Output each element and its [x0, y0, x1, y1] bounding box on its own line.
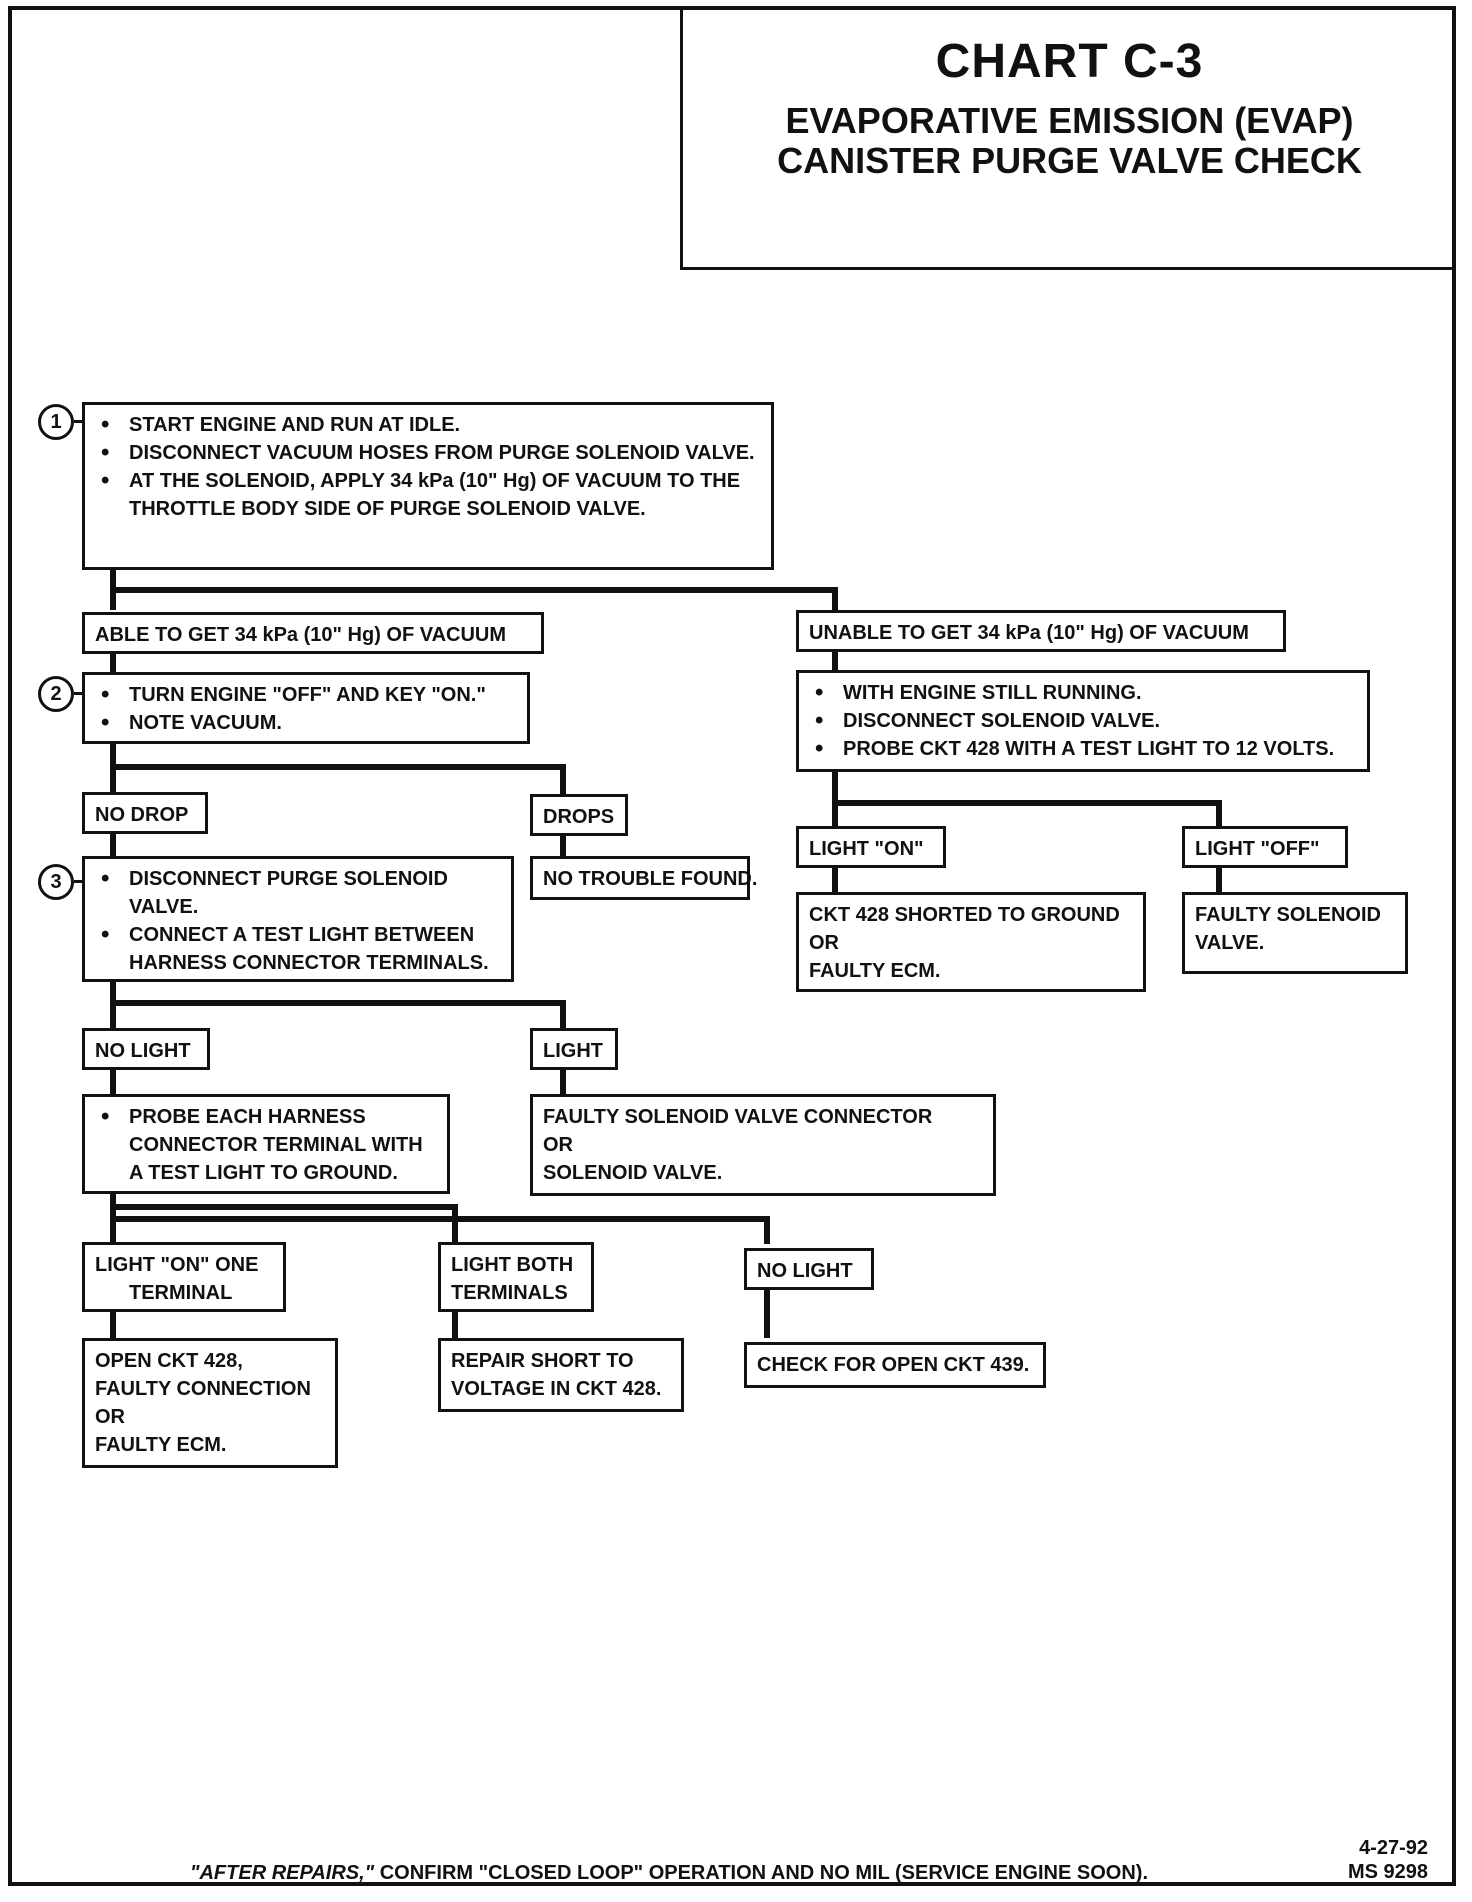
title-block: CHART C-3 EVAPORATIVE EMISSION (EVAP) CA… [680, 6, 1456, 270]
unable-action-bullet-3: PROBE CKT 428 WITH A TEST LIGHT TO 12 VO… [809, 735, 1357, 763]
connector-able-down [110, 652, 116, 674]
open-ckt-line-3: OR [95, 1406, 125, 1428]
connector-nodrop-down [110, 834, 116, 856]
faulty-solenoid-result: FAULTY SOLENOID VALVE. [1182, 892, 1408, 974]
able-vacuum-label: ABLE TO GET 34 kPa (10" Hg) OF VACUUM [82, 612, 544, 654]
unable-action-bullet-1: WITH ENGINE STILL RUNNING. [809, 679, 1357, 707]
faulty-connector-line-1: FAULTY SOLENOID VALVE CONNECTOR [543, 1106, 933, 1128]
ckt428-result-line-1: CKT 428 SHORTED TO GROUND [809, 904, 1120, 926]
faulty-solenoid-line-2: VALVE. [1195, 932, 1265, 954]
connector-drops-result [560, 834, 566, 856]
step-3-bullet-2: CONNECT A TEST LIGHT BETWEEN HARNESS CON… [95, 921, 501, 977]
repair-short-line-2: VOLTAGE IN CKT 428. [451, 1378, 662, 1400]
connector-both-down [452, 1204, 458, 1244]
connector-nolight2-result [764, 1290, 770, 1338]
no-trouble-found-result: NO TROUBLE FOUND. [530, 856, 757, 900]
connector-light-down [560, 1000, 566, 1030]
unable-action-box: WITH ENGINE STILL RUNNING. DISCONNECT SO… [796, 670, 1370, 772]
step-2-box: TURN ENGINE "OFF" AND KEY "ON." NOTE VAC… [82, 672, 530, 744]
light-both-line-2: TERMINALS [451, 1282, 568, 1304]
step-3-marker-tail [74, 880, 84, 883]
ckt428-shorted-result: CKT 428 SHORTED TO GROUND OR FAULTY ECM. [796, 892, 1146, 992]
faulty-connector-result: FAULTY SOLENOID VALVE CONNECTOR OR SOLEN… [530, 1094, 996, 1196]
step-1-box: START ENGINE AND RUN AT IDLE. DISCONNECT… [82, 402, 774, 570]
connector-step1-h [110, 587, 838, 593]
light-both-line-1: LIGHT BOTH [451, 1254, 574, 1276]
subtitle-line-1: EVAPORATIVE EMISSION (EVAP) [785, 100, 1354, 141]
step-1-bullet-3: AT THE SOLENOID, APPLY 34 kPa (10" Hg) O… [95, 467, 761, 523]
connector-lightoff-down [1216, 800, 1222, 828]
probe-action-bullet-1: PROBE EACH HARNESS CONNECTOR TERMINAL WI… [95, 1103, 437, 1187]
connector-nolight-down [110, 1070, 116, 1096]
faulty-connector-line-3: SOLENOID VALVE. [543, 1162, 723, 1184]
connector-one-result [110, 1312, 116, 1338]
subtitle-line-2: CANISTER PURGE VALVE CHECK [777, 140, 1362, 181]
connector-step3-h [110, 1000, 566, 1006]
no-drop-label: NO DROP [82, 792, 208, 834]
connector-probe-h1 [110, 1204, 458, 1210]
repair-short-result: REPAIR SHORT TO VOLTAGE IN CKT 428. [438, 1338, 684, 1412]
light-both-terminals-label: LIGHT BOTH TERMINALS [438, 1242, 594, 1312]
connector-step3-down [110, 982, 116, 1030]
step-1-bullet-2: DISCONNECT VACUUM HOSES FROM PURGE SOLEN… [95, 439, 761, 467]
open-ckt-line-1: OPEN CKT 428, [95, 1350, 243, 1372]
faulty-solenoid-line-1: FAULTY SOLENOID [1195, 904, 1381, 926]
step-3-box: DISCONNECT PURGE SOLENOID VALVE. CONNECT… [82, 856, 514, 982]
connector-unable-action-down [832, 650, 838, 674]
no-light-label: NO LIGHT [82, 1028, 210, 1070]
footer-text: CONFIRM "CLOSED LOOP" OPERATION AND NO M… [374, 1862, 1148, 1884]
footer-note: "AFTER REPAIRS," CONFIRM "CLOSED LOOP" O… [190, 1862, 1148, 1885]
footer-italic: "AFTER REPAIRS," [190, 1862, 375, 1884]
connector-both-result [452, 1312, 458, 1338]
connector-unable-h [832, 800, 1222, 806]
connector-unable-down [832, 587, 838, 615]
step-2-marker: 2 [38, 676, 74, 712]
open-ckt-line-4: FAULTY ECM. [95, 1434, 227, 1456]
ckt428-result-line-2: OR [809, 932, 839, 954]
connector-lightoff-result [1216, 868, 1222, 892]
ckt428-result-line-3: FAULTY ECM. [809, 960, 941, 982]
probe-action-box: PROBE EACH HARNESS CONNECTOR TERMINAL WI… [82, 1094, 450, 1194]
unable-action-bullet-2: DISCONNECT SOLENOID VALVE. [809, 707, 1357, 735]
repair-short-line-1: REPAIR SHORT TO [451, 1350, 634, 1372]
drops-label: DROPS [530, 794, 628, 836]
step-1-marker-tail [74, 420, 84, 423]
connector-nolight2-down [764, 1216, 770, 1244]
chart-subtitle: EVAPORATIVE EMISSION (EVAP) CANISTER PUR… [683, 101, 1456, 181]
light-off-label: LIGHT "OFF" [1182, 826, 1348, 868]
light-label: LIGHT [530, 1028, 618, 1070]
connector-light-result [560, 1070, 566, 1096]
step-2-bullet-2: NOTE VACUUM. [95, 709, 517, 737]
document-date: 4-27-92 [1359, 1837, 1428, 1859]
step-1-marker: 1 [38, 404, 74, 440]
open-ckt-line-2: FAULTY CONNECTION [95, 1378, 311, 1400]
document-code: MS 9298 [1347, 1861, 1428, 1883]
light-on-label: LIGHT "ON" [796, 826, 946, 868]
check-open-ckt439-result: CHECK FOR OPEN CKT 439. [744, 1342, 1046, 1388]
connector-probe-h2 [110, 1216, 770, 1222]
step-2-bullet-1: TURN ENGINE "OFF" AND KEY "ON." [95, 681, 517, 709]
light-one-line-1: LIGHT "ON" ONE [95, 1254, 259, 1276]
light-one-line-2: TERMINAL [129, 1282, 233, 1304]
connector-step2-h [110, 764, 566, 770]
chart-title: CHART C-3 [935, 35, 1204, 88]
step-3-marker: 3 [38, 864, 74, 900]
document-stamp: 4-27-92 MS 9298 [1348, 1836, 1428, 1884]
light-on-one-terminal-label: LIGHT "ON" ONE TERMINAL [82, 1242, 286, 1312]
unable-vacuum-label: UNABLE TO GET 34 kPa (10" Hg) OF VACUUM [796, 610, 1286, 652]
open-ckt428-result: OPEN CKT 428, FAULTY CONNECTION OR FAULT… [82, 1338, 338, 1468]
page-frame [8, 6, 1456, 1886]
step-3-bullet-1: DISCONNECT PURGE SOLENOID VALVE. [95, 865, 501, 921]
connector-lighton-result [832, 868, 838, 892]
no-light-2-label: NO LIGHT [744, 1248, 874, 1290]
connector-drops-down [560, 764, 566, 796]
step-1-bullet-1: START ENGINE AND RUN AT IDLE. [95, 411, 761, 439]
faulty-connector-line-2: OR [543, 1134, 573, 1156]
step-2-marker-tail [74, 692, 84, 695]
